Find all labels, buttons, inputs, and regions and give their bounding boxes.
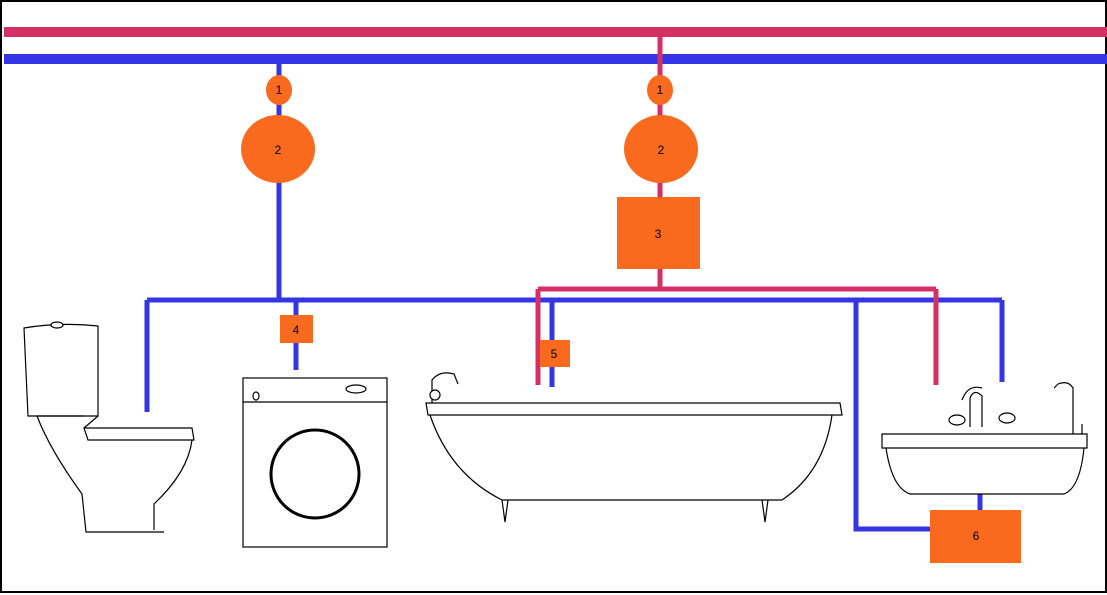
washing-machine-icon — [242, 377, 388, 548]
toilet-icon — [23, 321, 195, 533]
hot-shutoff-valve: 1 — [647, 75, 673, 105]
hot-valve-number: 1 — [657, 83, 664, 97]
sink-unit-number: 6 — [973, 529, 980, 543]
hot-unit-number: 3 — [655, 227, 662, 241]
cold-valve-number: 1 — [276, 83, 283, 97]
cold-shutoff-valve: 1 — [266, 75, 292, 105]
bath-valve-unit: 5 — [540, 340, 570, 367]
sink-filter-unit: 6 — [930, 510, 1021, 563]
cold-filter-branch — [853, 300, 932, 532]
cold-water-meter: 2 — [241, 115, 315, 183]
bathtub-icon — [425, 372, 843, 523]
washer-valve-unit: 4 — [280, 315, 313, 343]
bath-unit-number: 5 — [551, 347, 558, 361]
hot-water-unit: 3 — [617, 197, 700, 269]
hot-meter-number: 2 — [658, 143, 665, 157]
washer-unit-number: 4 — [293, 323, 300, 337]
hot-water-meter: 2 — [624, 115, 698, 183]
cold-meter-number: 2 — [275, 143, 282, 157]
sink-icon — [881, 382, 1088, 495]
